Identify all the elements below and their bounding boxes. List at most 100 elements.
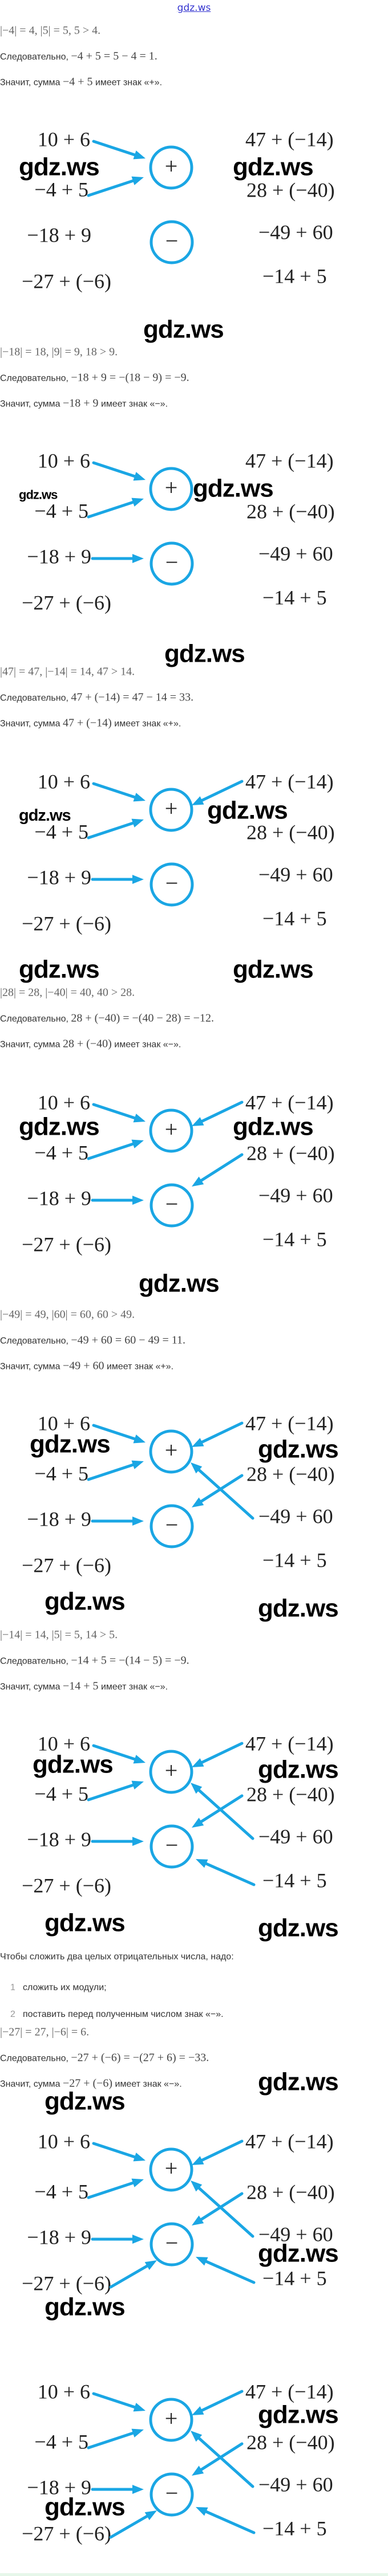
arrowhead-icon: [131, 2428, 144, 2438]
arrowhead-icon: [191, 1783, 203, 1794]
arrow-l2: [91, 1196, 144, 1205]
right-expression: 47 + (−14): [245, 1732, 334, 1755]
arrowhead-icon: [196, 2257, 208, 2266]
left-expression: 10 + 6: [38, 1091, 90, 1114]
watermark: gdz.ws: [258, 2400, 339, 2429]
arrow-r0: [192, 1100, 244, 1126]
watermark: gdz.ws: [233, 1112, 314, 1141]
minus-circle: [149, 2472, 194, 2517]
plus-sign: +: [165, 2406, 178, 2431]
minus-sign: −: [165, 870, 179, 896]
watermark: gdz.ws: [45, 1587, 126, 1616]
right-expression: 47 + (−14): [245, 128, 334, 150]
arrow-l1: [87, 2428, 144, 2449]
left-expression: −27 + (−6): [22, 270, 111, 292]
rule-intro: Чтобы сложить два целых отрицательных чи…: [0, 1952, 234, 1962]
math-expression: −49 + 60 = 60 − 49 = 11.: [71, 1334, 186, 1347]
right-expression: −14 + 5: [262, 586, 327, 609]
math-expression: −27 + (−6): [62, 2077, 113, 2090]
watermark: gdz.ws: [45, 2493, 126, 2521]
arrowhead-icon: [192, 2215, 204, 2226]
arrow-r0: [192, 1742, 244, 1767]
conclusion-line: Значит, сумма −49 + 60 имеет знак «+».: [0, 1360, 173, 1373]
minus-sign: −: [165, 1832, 179, 1858]
watermark: gdz.ws: [30, 1430, 111, 1458]
arrow-r2: [191, 1783, 254, 1840]
arrowhead-icon: [192, 1176, 204, 1187]
arrowhead-icon: [191, 1462, 203, 1474]
arrowhead-icon: [133, 1755, 146, 1764]
plus-sign: +: [165, 475, 178, 500]
sign-matching-diagram: +−10 + 6−4 + 5−18 + 9−27 + (−6)47 + (−14…: [22, 128, 335, 292]
watermark: gdz.ws: [258, 1594, 339, 1623]
arrowhead-icon: [131, 1460, 144, 1469]
math-expression: |−27| = 27, |−6| = 6.: [0, 2025, 90, 2039]
arrowhead-icon: [192, 796, 204, 805]
arrowhead-icon: [196, 2507, 208, 2516]
text-segment: Значит, сумма: [0, 2079, 63, 2089]
left-expression: −18 + 9: [27, 1187, 91, 1209]
sign-matching-diagram: +−10 + 6−4 + 5−18 + 9−27 + (−6)47 + (−14…: [22, 1412, 335, 1576]
arrowhead-icon: [131, 1780, 144, 1790]
watermark: gdz.ws: [45, 2293, 126, 2321]
math-expression: −4 + 5 = 5 − 4 = 1.: [71, 50, 157, 63]
arrow-r0: [192, 2390, 244, 2415]
arrowhead-icon: [132, 2485, 144, 2494]
step-number: 1: [10, 1983, 15, 1992]
minus-sign: −: [165, 228, 179, 254]
right-expression: 47 + (−14): [245, 2130, 334, 2153]
arrow-r1: [192, 1153, 244, 1187]
site-link[interactable]: gdz.ws: [177, 2, 211, 14]
right-expression: 28 + (−40): [246, 178, 335, 201]
math-expression: |−18| = 18, |9| = 9, 18 > 9.: [0, 345, 118, 358]
plus-sign: +: [165, 2155, 178, 2181]
math-expression: 47 + (−14) = 47 − 14 = 33.: [71, 691, 194, 704]
plus-sign: +: [165, 1758, 178, 1783]
text-segment: Следовательно,: [0, 1336, 71, 1346]
minus-sign: −: [165, 2230, 179, 2256]
left-expression: 10 + 6: [38, 2380, 90, 2403]
watermark: gdz.ws: [258, 2239, 339, 2268]
text-segment: имеет знак «−».: [98, 1682, 168, 1692]
text-segment: Значит, сумма: [0, 1040, 63, 1050]
right-expression: 28 + (−40): [246, 500, 335, 523]
watermark: gdz.ws: [164, 639, 245, 668]
arrowhead-icon: [131, 498, 144, 507]
text-segment: Следовательно,: [0, 373, 71, 384]
right-expression: −49 + 60: [258, 1825, 333, 1848]
math-expression: |−49| = 49, |60| = 60, 60 > 49.: [0, 1308, 135, 1321]
left-expression: −27 + (−6): [22, 1233, 111, 1256]
modulus-comparison: |47| = 47, |−14| = 14, 47 > 14.: [0, 666, 135, 679]
arrow-r3: [196, 2257, 256, 2284]
text-segment: имеет знак «+».: [92, 78, 163, 88]
text-segment: имеет знак «+».: [104, 1362, 174, 1372]
arrow-l1: [87, 176, 144, 197]
watermark: gdz.ws: [258, 1755, 339, 1784]
watermark: gdz.ws: [139, 1269, 220, 1298]
left-expression: −27 + (−6): [22, 2522, 111, 2545]
arrow-l2: [91, 1517, 144, 1526]
conclusion-line: Значит, сумма −14 + 5 имеет знак «−».: [0, 1680, 168, 1693]
arrow-l1: [87, 1460, 144, 1481]
arrowhead-icon: [132, 1837, 144, 1846]
plus-circle: [149, 2398, 193, 2442]
arrow-l3: [109, 2260, 157, 2289]
calculation-line: Следовательно, −18 + 9 = −(18 − 9) = −9.: [0, 372, 189, 385]
left-expression: −4 + 5: [34, 499, 88, 522]
sign-matching-diagram: +−10 + 6−4 + 5−18 + 9−27 + (−6)47 + (−14…: [22, 2130, 334, 2294]
math-expression: 47 + (−14): [62, 716, 112, 729]
text-segment: Значит, сумма: [0, 719, 63, 729]
plus-circle: [149, 1108, 193, 1153]
right-expression: −14 + 5: [262, 1228, 327, 1250]
math-expression: 28 + (−40): [62, 1037, 112, 1050]
right-expression: 28 + (−40): [246, 1462, 335, 1485]
arrow-r3: [196, 2507, 256, 2534]
arrowhead-icon: [133, 1434, 146, 1444]
left-expression: −18 + 9: [27, 2226, 91, 2248]
left-expression: −18 + 9: [27, 545, 91, 568]
text-segment: Значит, сумма: [0, 1362, 63, 1372]
arrowhead-icon: [131, 2178, 144, 2187]
arrow-l2: [91, 875, 144, 884]
calculation-line: Следовательно, 28 + (−40) = −(40 − 28) =…: [0, 1012, 214, 1025]
right-expression: 47 + (−14): [245, 1412, 334, 1434]
